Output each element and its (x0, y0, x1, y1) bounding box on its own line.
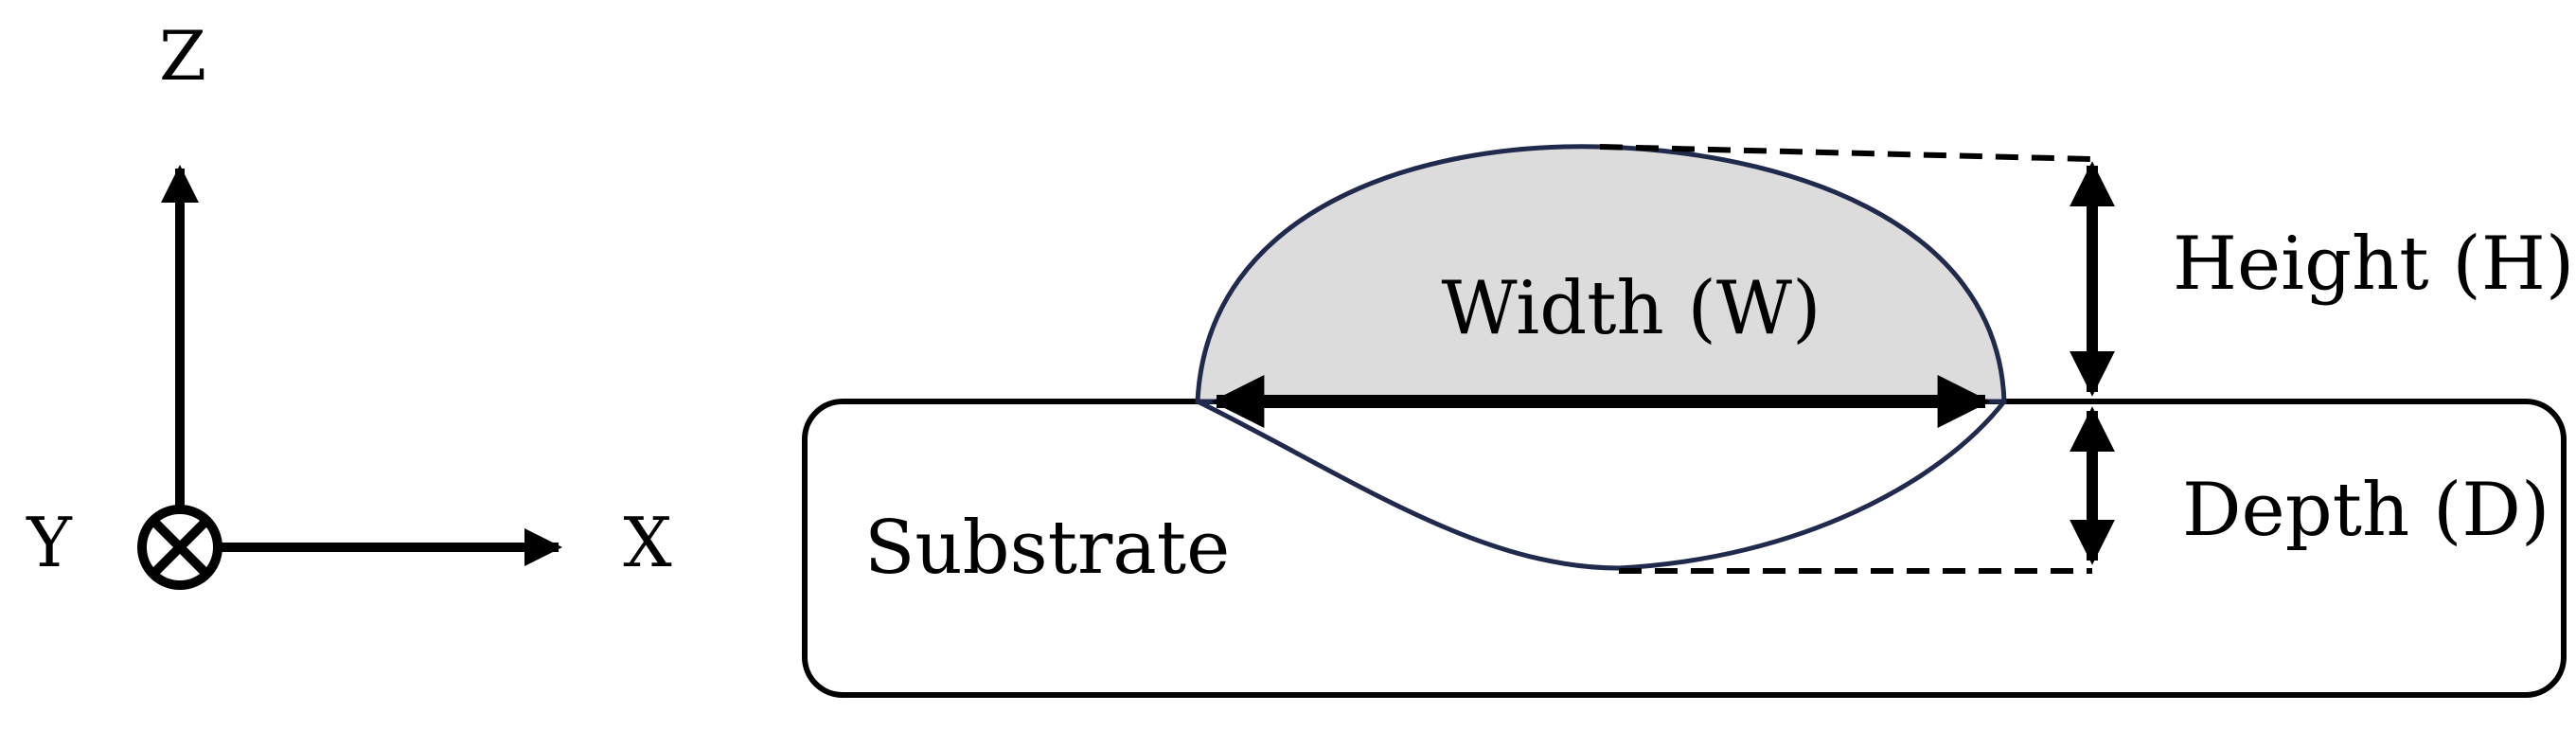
x-axis-label: X (623, 503, 671, 582)
y-axis-label: Y (26, 503, 73, 582)
weld-penetration (1196, 399, 2006, 571)
height-label: Height (H) (2173, 222, 2574, 307)
height-top-dashed-line (1599, 144, 2091, 162)
depth-label: Depth (D) (2182, 468, 2549, 553)
substrate-label: Substrate (864, 506, 1230, 591)
z-axis-label: Z (159, 16, 206, 96)
y-axis-into-page-icon (137, 505, 222, 590)
width-label: Width (W) (1441, 266, 1821, 351)
coordinate-axes: Z Y X (26, 16, 672, 590)
